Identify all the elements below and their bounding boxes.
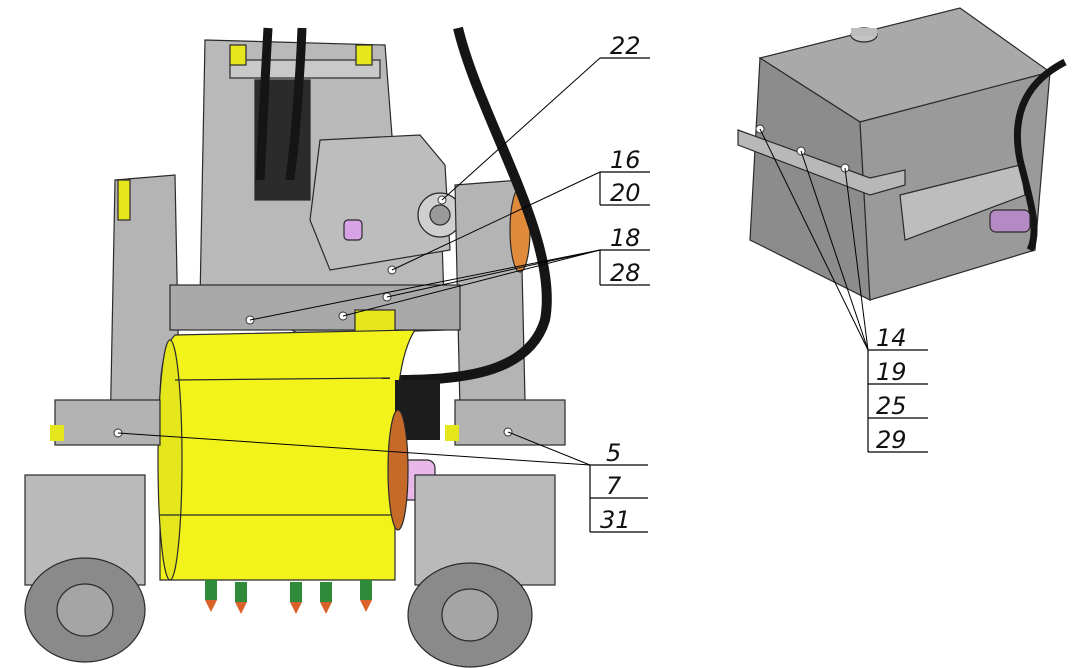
callout-7: 7 [606,472,622,500]
wheel-left [24,399,161,663]
callout-25: 25 [876,392,907,420]
callout-18: 18 [610,224,641,252]
callout-29: 29 [876,426,907,454]
cutter-teeth [205,580,372,614]
tank-hose [1013,58,1067,252]
tank-illustration [737,7,1067,301]
callout-20: 20 [610,179,641,207]
callout-19: 19 [876,358,907,386]
wheel-right [407,399,566,668]
leader-lines [117,57,928,533]
callout-31: 31 [600,506,631,534]
callout-16: 16 [610,146,641,174]
machine-illustration [24,26,566,668]
callout-28: 28 [610,259,641,287]
side-bracket [899,164,1026,241]
drum-guard [159,329,417,581]
callout-labels: 22 16 20 18 28 5 7 31 14 19 25 29 [600,32,907,534]
callout-5: 5 [606,439,621,467]
hydraulic-hose-long [399,26,552,385]
hydraulic-hose-left [255,27,273,181]
mounting-bar [737,129,906,196]
hydraulic-hose-center [285,27,307,181]
callout-14: 14 [876,324,907,352]
callout-22: 22 [610,32,641,60]
